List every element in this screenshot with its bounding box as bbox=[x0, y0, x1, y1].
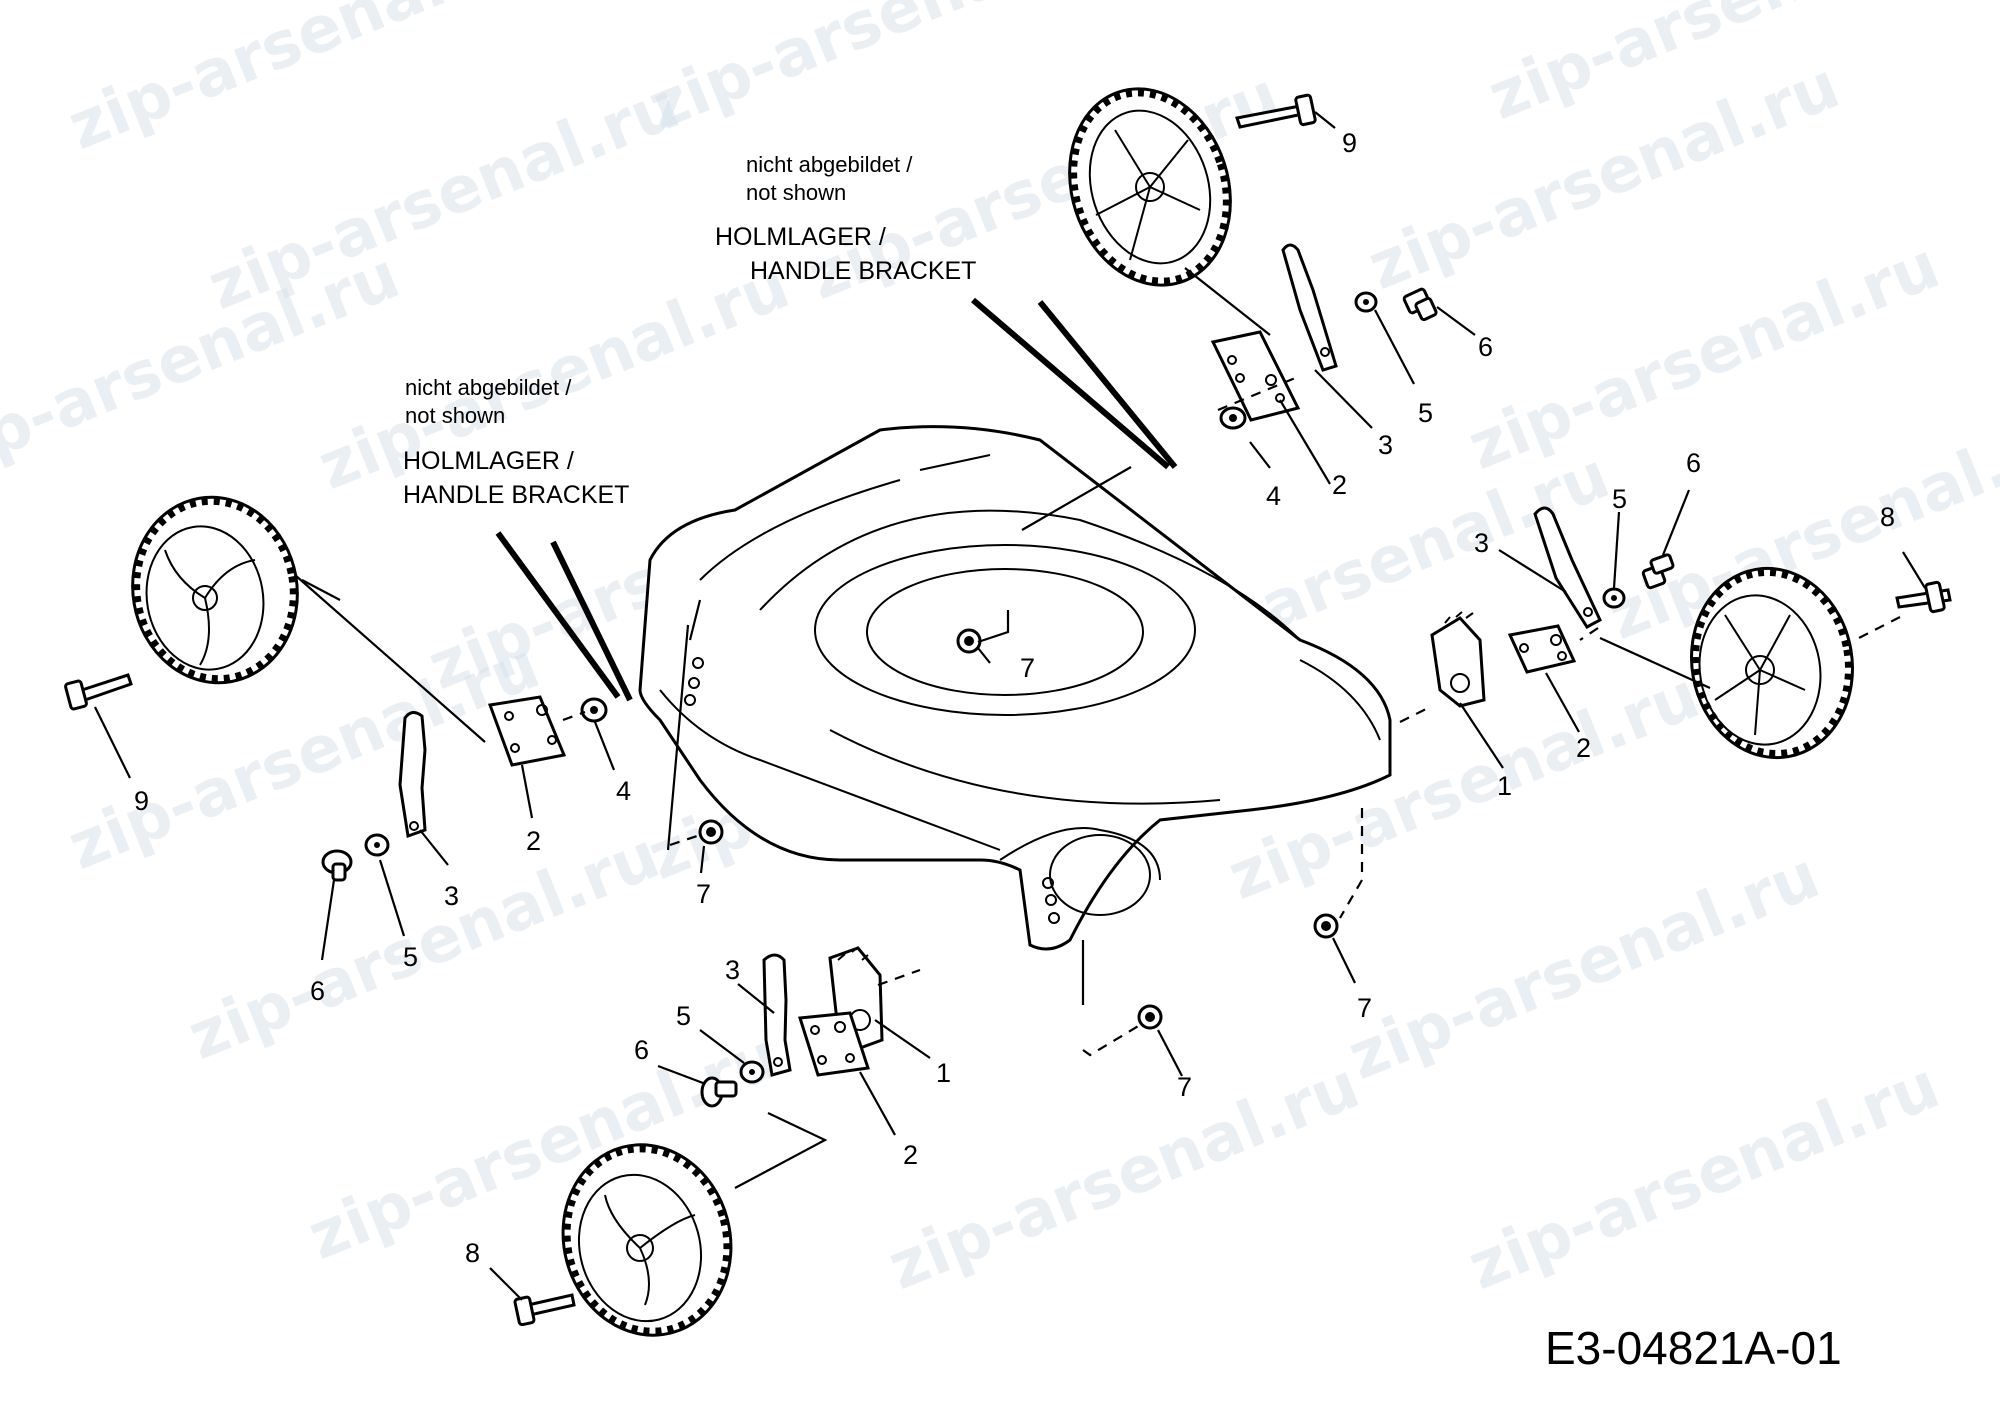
screw-icon bbox=[700, 1076, 738, 1108]
callout-number: 4 bbox=[616, 776, 631, 806]
washer-icon bbox=[364, 833, 390, 857]
callout-number: 4 bbox=[1266, 481, 1281, 511]
nut-icon bbox=[1313, 913, 1339, 939]
nut-icon bbox=[956, 628, 982, 654]
note-line: HOLMLAGER / bbox=[715, 223, 886, 251]
callout-number: 7 bbox=[696, 879, 711, 909]
callout-number: 9 bbox=[134, 786, 149, 816]
watermark: zip-arsenal.ru bbox=[1338, 839, 1829, 1095]
callout-number: 1 bbox=[1497, 771, 1512, 801]
washer-icon bbox=[739, 1060, 765, 1084]
callout-number: 8 bbox=[1880, 502, 1895, 532]
nut-icon bbox=[1137, 1004, 1163, 1030]
note-line: nicht abgebildet / bbox=[746, 152, 913, 177]
handle-bracket-pointer bbox=[1037, 300, 1178, 469]
handle-bracket-pointer bbox=[495, 531, 621, 699]
callout-number: 3 bbox=[1378, 430, 1393, 460]
watermark: zip-arsenal.ru bbox=[638, 0, 1129, 145]
wheel-rear-left bbox=[131, 495, 299, 685]
callout-number: 5 bbox=[676, 1001, 691, 1031]
bolt-icon bbox=[1235, 93, 1317, 129]
bolt-icon bbox=[1895, 580, 1952, 614]
watermark: zip-arsenal.ru bbox=[1458, 1049, 1949, 1305]
note-line: not shown bbox=[746, 180, 846, 205]
callout-number: 2 bbox=[903, 1140, 918, 1170]
callout-number: 8 bbox=[465, 1238, 480, 1268]
callout-number: 2 bbox=[526, 826, 541, 856]
bolt-icon bbox=[64, 673, 133, 711]
callout-number: 6 bbox=[634, 1035, 649, 1065]
callout-number: 7 bbox=[1020, 653, 1035, 683]
height-lever-icon bbox=[1533, 506, 1602, 629]
bracket-icon bbox=[1507, 624, 1577, 674]
screw-icon bbox=[1402, 287, 1438, 322]
callout-labels: 9 6 5 3 2 4 7 3 5 6 8 2 1 9 4 2 3 5 6 7 … bbox=[134, 128, 1895, 1268]
note-handle-bracket-left: nicht abgebildet / not shown HOLMLAGER /… bbox=[403, 375, 629, 509]
watermark: zip-arsenal.ru bbox=[58, 0, 549, 165]
screw-icon bbox=[1641, 553, 1675, 590]
mower-deck bbox=[638, 425, 1392, 951]
watermark: zip-arsenal.ru bbox=[178, 819, 669, 1075]
bolt-icon bbox=[513, 1293, 576, 1327]
callout-number: 7 bbox=[1177, 1072, 1192, 1102]
callout-number: 7 bbox=[1357, 993, 1372, 1023]
note-line: not shown bbox=[405, 403, 505, 428]
height-lever-icon bbox=[762, 953, 792, 1077]
bracket-icon bbox=[487, 695, 567, 767]
height-adjust-plate-icon bbox=[1430, 611, 1486, 708]
washer-icon bbox=[1602, 587, 1626, 609]
wheel-front-right bbox=[1690, 566, 1854, 760]
callout-number: 1 bbox=[936, 1058, 951, 1088]
callout-number: 2 bbox=[1332, 470, 1347, 500]
watermark: zip-arsenal.ru bbox=[58, 629, 549, 885]
callout-number: 5 bbox=[403, 942, 418, 972]
bracket-icon bbox=[1210, 330, 1301, 422]
handle-bracket-pointer bbox=[971, 297, 1170, 470]
height-lever-icon bbox=[398, 711, 427, 839]
note-line: HOLMLAGER / bbox=[403, 447, 574, 475]
washer-icon bbox=[580, 697, 608, 723]
callout-number: 6 bbox=[1686, 448, 1701, 478]
wheel-rear-right bbox=[1068, 87, 1232, 287]
note-line: HANDLE BRACKET bbox=[750, 257, 976, 285]
washer-icon bbox=[1219, 406, 1247, 430]
callout-number: 3 bbox=[444, 881, 459, 911]
callout-number: 9 bbox=[1342, 128, 1357, 158]
callout-number: 5 bbox=[1418, 398, 1433, 428]
watermark: zip-arsenal.ru bbox=[1458, 229, 1949, 485]
callout-number: 6 bbox=[1478, 332, 1493, 362]
callout-number: 5 bbox=[1612, 484, 1627, 514]
wheel-front-left bbox=[561, 1143, 733, 1337]
note-handle-bracket-top: nicht abgebildet / not shown HOLMLAGER /… bbox=[715, 152, 976, 285]
diagram-code: E3-04821A-01 bbox=[1545, 1322, 1842, 1374]
callout-number: 6 bbox=[310, 976, 325, 1006]
handle-bracket-pointer bbox=[550, 540, 633, 702]
callout-number: 3 bbox=[725, 955, 740, 985]
note-line: nicht abgebildet / bbox=[405, 375, 572, 400]
note-line: HANDLE BRACKET bbox=[403, 481, 629, 509]
watermark: zip-arsenal.ru bbox=[878, 1049, 1369, 1305]
height-lever-icon bbox=[1281, 243, 1338, 372]
bracket-icon bbox=[798, 1011, 870, 1077]
nut-icon bbox=[698, 819, 724, 845]
screw-icon bbox=[321, 849, 353, 882]
callout-number: 2 bbox=[1576, 733, 1591, 763]
washer-icon bbox=[1354, 291, 1378, 313]
callout-number: 3 bbox=[1474, 528, 1489, 558]
